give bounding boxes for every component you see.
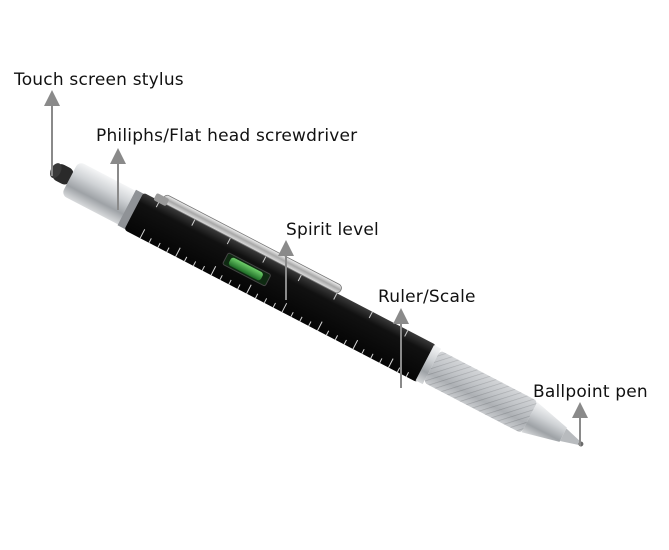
label-touch-screen-stylus: Touch screen stylus — [14, 70, 184, 90]
silver-ring — [415, 344, 442, 385]
screwdriver-cap — [63, 163, 145, 230]
pen-body — [125, 193, 436, 382]
ruler-scale-top — [155, 200, 409, 337]
label-ballpoint-pen: Ballpoint pen — [533, 382, 648, 402]
pen-clip — [153, 193, 342, 294]
label-screwdriver: Philiphs/Flat head screwdriver — [96, 126, 358, 146]
spirit-level-vial — [222, 252, 271, 287]
ruler-scale — [139, 229, 409, 377]
label-spirit-level: Spirit level — [286, 220, 379, 240]
pen — [50, 163, 584, 447]
label-ruler-scale: Ruler/Scale — [378, 287, 476, 307]
knurled-grip — [424, 351, 537, 432]
